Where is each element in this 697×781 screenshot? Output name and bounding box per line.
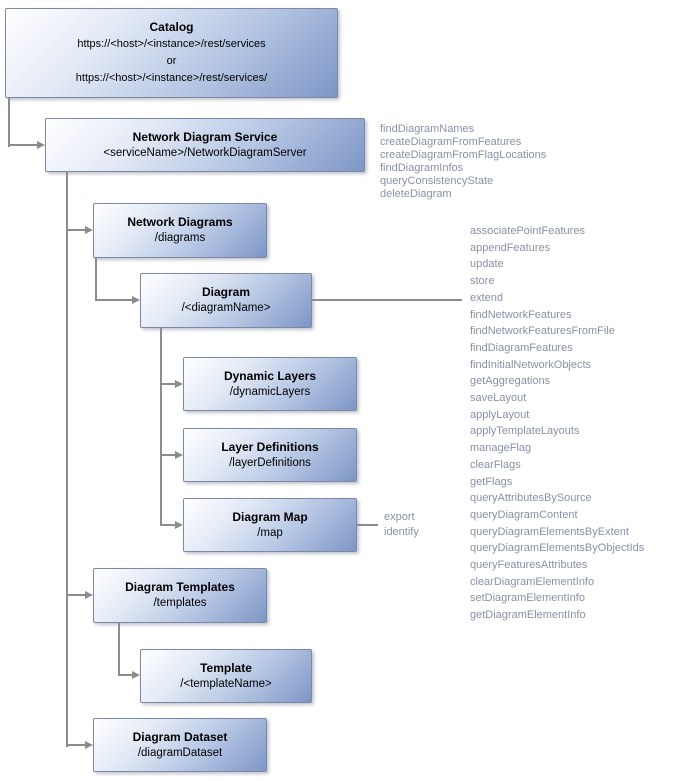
operation-label: identify	[384, 526, 419, 538]
network-diagram-service-title: Network Diagram Service	[132, 129, 278, 144]
arrowhead-icon	[132, 296, 140, 304]
operation-label: associatePointFeatures	[470, 225, 585, 237]
diagram-dataset-path: /diagramDataset	[137, 746, 223, 759]
diagram-box: Diagram /<diagramName>	[140, 273, 312, 328]
diagram-map-title: Diagram Map	[232, 509, 308, 524]
layer-definitions-title: Layer Definitions	[221, 439, 319, 454]
catalog-url-1: https://<host>/<instance>/rest/services	[77, 38, 266, 50]
operation-label: queryDiagramElementsByObjectIds	[470, 542, 645, 555]
diagram-title: Diagram	[201, 285, 251, 299]
arrowhead-icon	[85, 591, 93, 599]
connector-line	[160, 524, 176, 526]
operation-label: deleteDiagram	[380, 188, 452, 200]
connector-line	[66, 744, 86, 746]
template-box: Template /<templateName>	[140, 649, 312, 703]
network-diagrams-path: /diagrams	[154, 232, 206, 244]
network-diagrams-title: Network Diagrams	[127, 215, 233, 229]
catalog-or-label: or	[166, 55, 177, 67]
connector-line	[357, 524, 378, 526]
operation-label: clearDiagramElementInfo	[470, 575, 595, 588]
diagram-templates-box: Diagram Templates /templates	[93, 568, 267, 623]
operation-label: createDiagramFromFlagLocations	[380, 149, 547, 161]
diagram-path: /<diagramName>	[181, 302, 271, 314]
operation-label: queryDiagramElementsByExtent	[470, 525, 629, 538]
diagram-map-path: /map	[257, 526, 283, 539]
operation-label: findDiagramFeatures	[470, 341, 573, 354]
arrowhead-icon	[85, 741, 93, 749]
network-diagram-service-path: <serviceName>/NetworkDiagramServer	[103, 146, 307, 159]
network-diagrams-box: Network Diagrams /diagrams	[93, 203, 267, 258]
diagram-templates-path: /templates	[153, 597, 207, 609]
dynamic-layers-path: /dynamicLayers	[229, 385, 311, 398]
operation-label: findDiagramNames	[380, 123, 475, 135]
connector-line	[95, 258, 97, 301]
operation-label: extend	[470, 291, 504, 304]
operation-label: applyLayout	[470, 408, 530, 421]
diagram-operations-list: associatePointFeatures appendFeatures up…	[470, 223, 644, 624]
connector-line	[312, 299, 462, 301]
connector-line	[95, 299, 133, 301]
operation-label: findNetworkFeatures	[470, 308, 572, 321]
operation-label: saveLayout	[470, 392, 527, 405]
diagram-map-operations-list: export identify	[384, 510, 419, 540]
arrowhead-icon	[132, 671, 140, 679]
arrowhead-icon	[175, 451, 183, 459]
connector-line	[118, 674, 133, 676]
operation-label: clearFlags	[470, 458, 521, 471]
diagram-dataset-box: Diagram Dataset /diagramDataset	[93, 718, 267, 772]
dynamic-layers-title: Dynamic Layers	[223, 368, 317, 383]
layer-definitions-box: Layer Definitions /layerDefinitions	[183, 428, 357, 482]
operation-label: queryAttributesBySource	[470, 492, 592, 505]
catalog-title: Catalog	[149, 20, 194, 34]
operation-label: getDiagramElementInfo	[470, 609, 586, 622]
operation-label: createDiagramFromFeatures	[380, 136, 522, 148]
arrowhead-icon	[175, 380, 183, 388]
diagram-map-box: Diagram Map /map	[183, 498, 357, 552]
arrowhead-icon	[37, 141, 45, 149]
catalog-url-2: https://<host>/<instance>/rest/services/	[75, 72, 268, 84]
catalog-box: Catalog https://<host>/<instance>/rest/s…	[5, 8, 338, 98]
connector-line	[118, 623, 120, 676]
connector-line	[8, 98, 10, 147]
operation-label: queryDiagramContent	[470, 508, 578, 521]
operation-label: findNetworkFeaturesFromFile	[470, 325, 615, 338]
arrowhead-icon	[175, 521, 183, 529]
connector-line	[160, 328, 162, 526]
connector-line	[8, 144, 37, 146]
connector-line	[66, 172, 68, 747]
service-operations-list: findDiagramNames createDiagramFromFeatur…	[380, 123, 546, 201]
operation-label: findInitialNetworkObjects	[470, 358, 592, 371]
operation-label: update	[470, 258, 504, 271]
layer-definitions-path: /layerDefinitions	[229, 456, 311, 469]
connector-line	[160, 454, 176, 456]
arrowhead-icon	[85, 226, 93, 234]
operation-label: queryConsistencyState	[380, 175, 494, 187]
template-path: /<templateName>	[180, 677, 272, 690]
diagram-templates-title: Diagram Templates	[125, 580, 235, 594]
connector-line	[66, 594, 86, 596]
connector-line	[66, 229, 86, 231]
operation-label: appendFeatures	[470, 241, 551, 254]
dynamic-layers-box: Dynamic Layers /dynamicLayers	[183, 357, 357, 411]
operation-label: store	[470, 275, 495, 288]
network-diagram-service-box: Network Diagram Service <serviceName>/Ne…	[45, 118, 365, 172]
operation-label: findDiagramInfos	[380, 162, 464, 174]
operation-label: queryFeaturesAttributes	[470, 559, 588, 572]
diagram-dataset-title: Diagram Dataset	[132, 729, 228, 744]
operation-label: setDiagramElementInfo	[470, 592, 585, 605]
operation-label: export	[384, 511, 415, 523]
operation-label: manageFlag	[470, 442, 532, 455]
template-title: Template	[200, 660, 252, 675]
operation-label: applyTemplateLayouts	[470, 425, 580, 438]
operation-label: getFlags	[470, 475, 513, 488]
operation-label: getAggregations	[470, 375, 551, 388]
connector-line	[160, 383, 176, 385]
